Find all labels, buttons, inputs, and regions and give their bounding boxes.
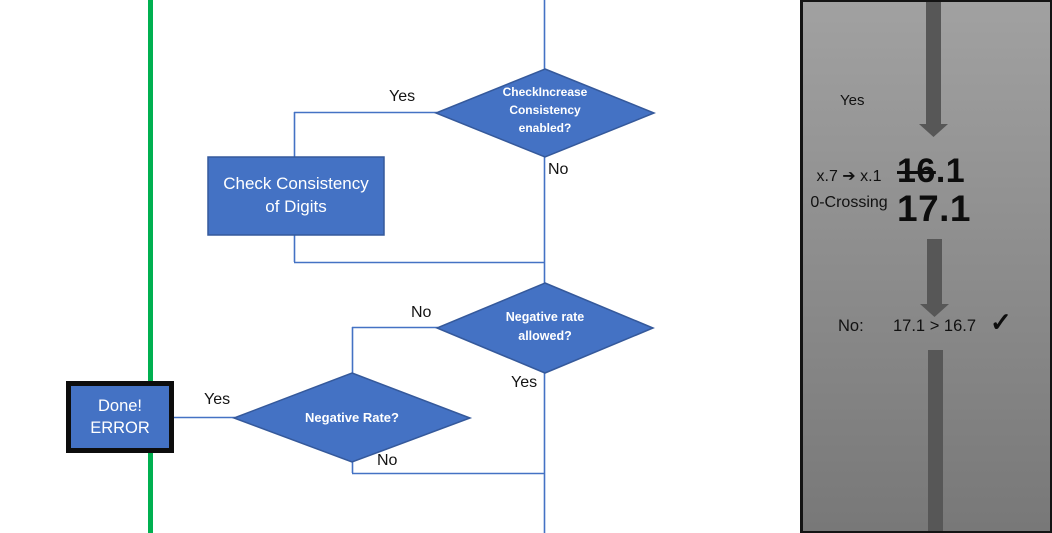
rule-annotation: x.7 ➔ x.1 0-Crossing (805, 164, 893, 215)
new-value: 17.1 (897, 188, 972, 229)
decision-check-increase-diamond (433, 68, 657, 158)
terminator-done-error-label: Done! ERROR (90, 396, 150, 437)
decision1-yes-label: Yes (389, 88, 416, 105)
decision2-no-label: No (411, 304, 432, 321)
down-arrow-2-shaft (927, 239, 942, 304)
old-value: 16.1 (897, 154, 965, 188)
decision-negative-allowed-label: Negative rate allowed? (505, 310, 585, 343)
decision3-yes-label: Yes (204, 391, 231, 408)
rule-line1: x.7 ➔ x.1 (816, 168, 882, 185)
terminator-done-error-box (66, 381, 174, 453)
comparison-answer: No: (838, 317, 864, 335)
annotation-panel: Yes x.7 ➔ x.1 0-Crossing 16.1 17.1 No: 1… (800, 0, 1052, 533)
process-check-consistency-box (207, 156, 385, 236)
green-guide-line (148, 0, 153, 533)
decision2-yes-label: Yes (511, 374, 538, 391)
down-arrow-1-shaft (926, 2, 941, 124)
decision-negative-rate-diamond (231, 372, 473, 463)
panel-yes-label: Yes (840, 92, 865, 109)
down-arrow-1-head (919, 124, 948, 137)
check-icon: ✓ (990, 307, 1012, 337)
decision3-no-label: No (377, 452, 398, 469)
comparison-expression: 17.1 > 16.7 (893, 317, 977, 335)
down-arrow-2-head (920, 304, 949, 317)
rule-line2: 0-Crossing (810, 193, 888, 211)
decision-negative-allowed-diamond (435, 282, 655, 374)
decision1-no-label: No (548, 161, 569, 178)
old-value-rest: .1 (935, 152, 966, 190)
decision-negative-rate-label: Negative Rate? (305, 410, 399, 425)
process-check-consistency-label: Check Consistency of Digits (223, 174, 369, 216)
decision-check-increase-label: CheckIncrease Consistency enabled? (502, 85, 588, 135)
old-value-struck-part: 16 (897, 152, 936, 190)
down-arrow-3-shaft (928, 350, 943, 531)
